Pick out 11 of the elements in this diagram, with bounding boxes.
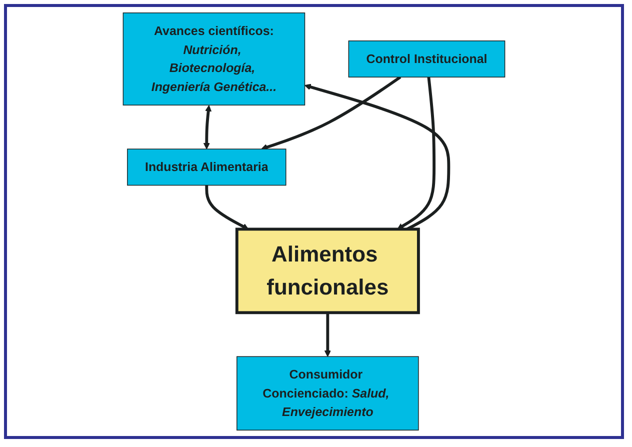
arrow xyxy=(203,105,212,150)
arrow xyxy=(261,76,402,150)
arrow xyxy=(324,312,331,357)
arrow xyxy=(397,76,436,230)
arrow xyxy=(205,185,249,230)
arrow xyxy=(304,84,450,230)
node-box: Control Institucional xyxy=(348,40,506,78)
node-box: Avances científicos: Nutrición, Biotecnología, Ingeniería Genética... xyxy=(122,12,306,106)
node-box: Alimentos funcionales xyxy=(235,228,420,314)
node-box: Consumidor Concienciado: Salud, Envejecimiento xyxy=(236,356,419,430)
node-box: Industria Alimentaria xyxy=(127,148,286,186)
